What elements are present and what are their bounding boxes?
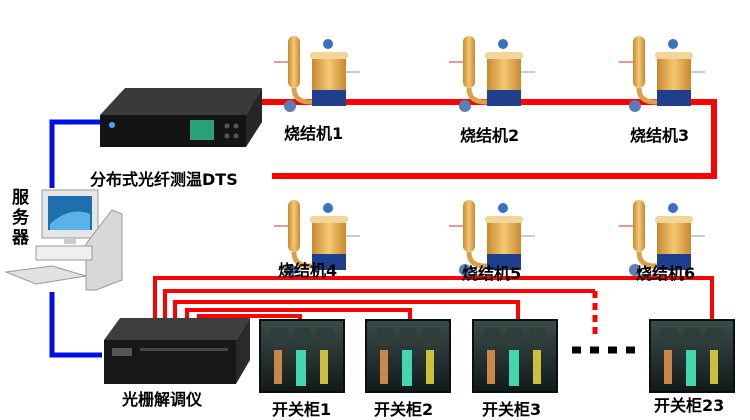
sinter-label-5: 烧结机5 bbox=[462, 264, 522, 283]
switch-cabinet-icon bbox=[259, 319, 345, 393]
sinter-machine-icon bbox=[619, 36, 705, 112]
server-computer bbox=[4, 189, 123, 291]
sinter-machine-icon bbox=[449, 200, 535, 276]
dts-display-icon bbox=[190, 120, 214, 140]
switch-cabinet-icon bbox=[649, 319, 735, 393]
network-lines bbox=[49, 119, 108, 358]
server-label: 服务器 bbox=[12, 188, 29, 248]
dts-label: 分布式光纤测温DTS bbox=[90, 170, 238, 189]
switch-cabinet-label-3: 开关柜3 bbox=[482, 400, 542, 419]
sinter-label-4: 烧结机4 bbox=[278, 261, 338, 280]
sinter-machine-icon bbox=[449, 36, 535, 112]
sinter-label-3: 烧结机3 bbox=[630, 126, 690, 145]
sinter-label-2: 烧结机2 bbox=[460, 126, 520, 145]
sinter-label-1: 烧结机1 bbox=[284, 124, 344, 143]
sinter-icons bbox=[274, 36, 705, 276]
switch-cabinet-label-2: 开关柜2 bbox=[374, 400, 434, 419]
grating-demodulator bbox=[104, 318, 250, 384]
switch-cabinet-label-23: 开关柜23 bbox=[654, 396, 725, 415]
switch-cabinet-icon bbox=[365, 319, 451, 393]
grating-label: 光栅解调仪 bbox=[122, 390, 203, 409]
cabinet-icons bbox=[259, 319, 735, 393]
switch-cabinet-label-1: 开关柜1 bbox=[272, 400, 332, 419]
sinter-machine-icon bbox=[619, 200, 705, 276]
sinter-machine-icon bbox=[274, 36, 360, 112]
sinter-machine-icon bbox=[274, 200, 360, 276]
switch-cabinet-icon bbox=[472, 319, 558, 393]
dts-device bbox=[100, 88, 262, 147]
sinter-label-6: 烧结机6 bbox=[636, 264, 696, 283]
